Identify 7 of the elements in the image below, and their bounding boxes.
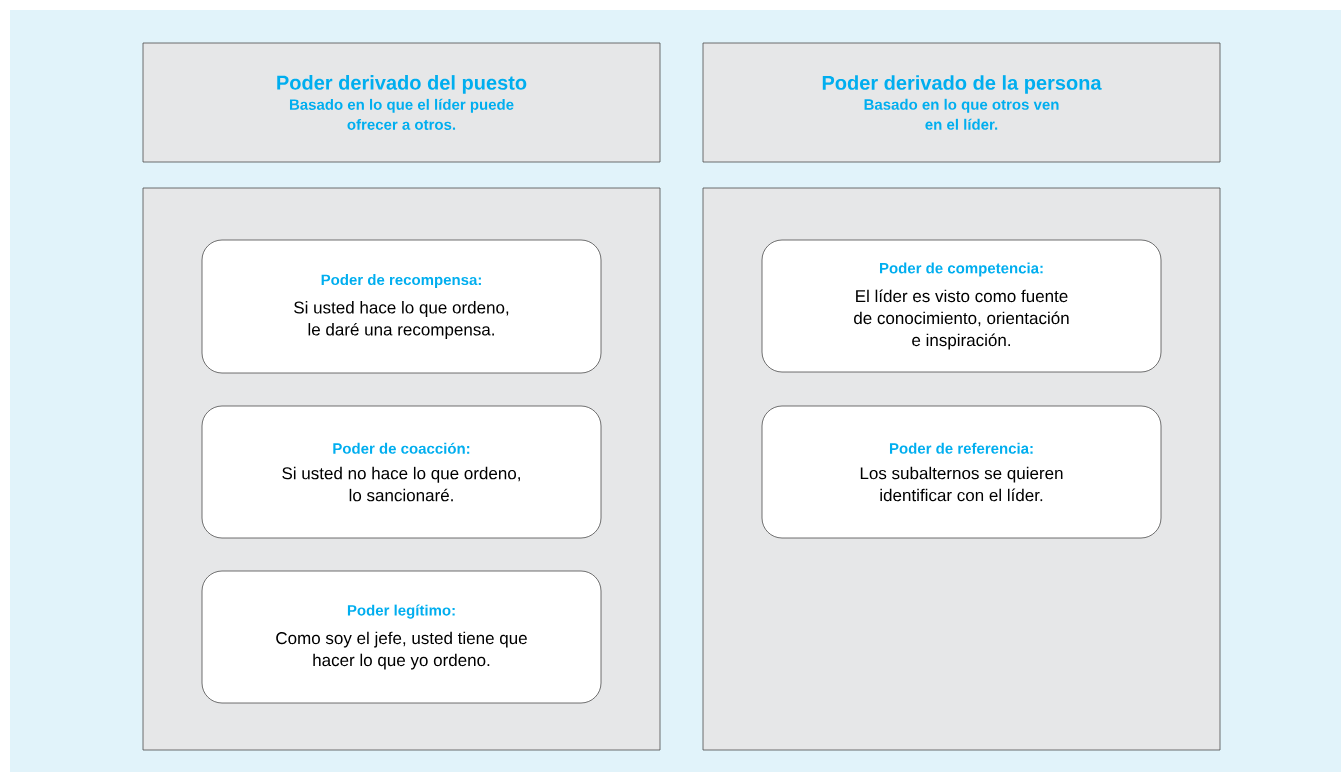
rounded-box: Poder de recompensa: Si usted hace lo que ordeno, le daré una recompensa. bbox=[201, 239, 602, 374]
rounded-box: Poder legítimo: Como soy el jefe, usted tiene que hacer lo que yo ordeno. bbox=[201, 570, 602, 704]
header-box: Poder derivado de la persona Basado en lo que otros ven en el líder. bbox=[702, 42, 1221, 163]
rounded-box: Poder de referencia: Los subalternos se quieren identificar con el líder. bbox=[761, 405, 1162, 539]
rounded-box: Poder de competencia: El líder es visto como fuente de conocimiento, orientación e inspiración. bbox=[761, 239, 1162, 373]
rounded-box: Poder de coacción: Si usted no hace lo que ordeno, lo sancionaré. bbox=[201, 405, 602, 539]
header-box: Poder derivado del puesto Basado en lo que el líder puede ofrecer a otros. bbox=[142, 42, 661, 163]
